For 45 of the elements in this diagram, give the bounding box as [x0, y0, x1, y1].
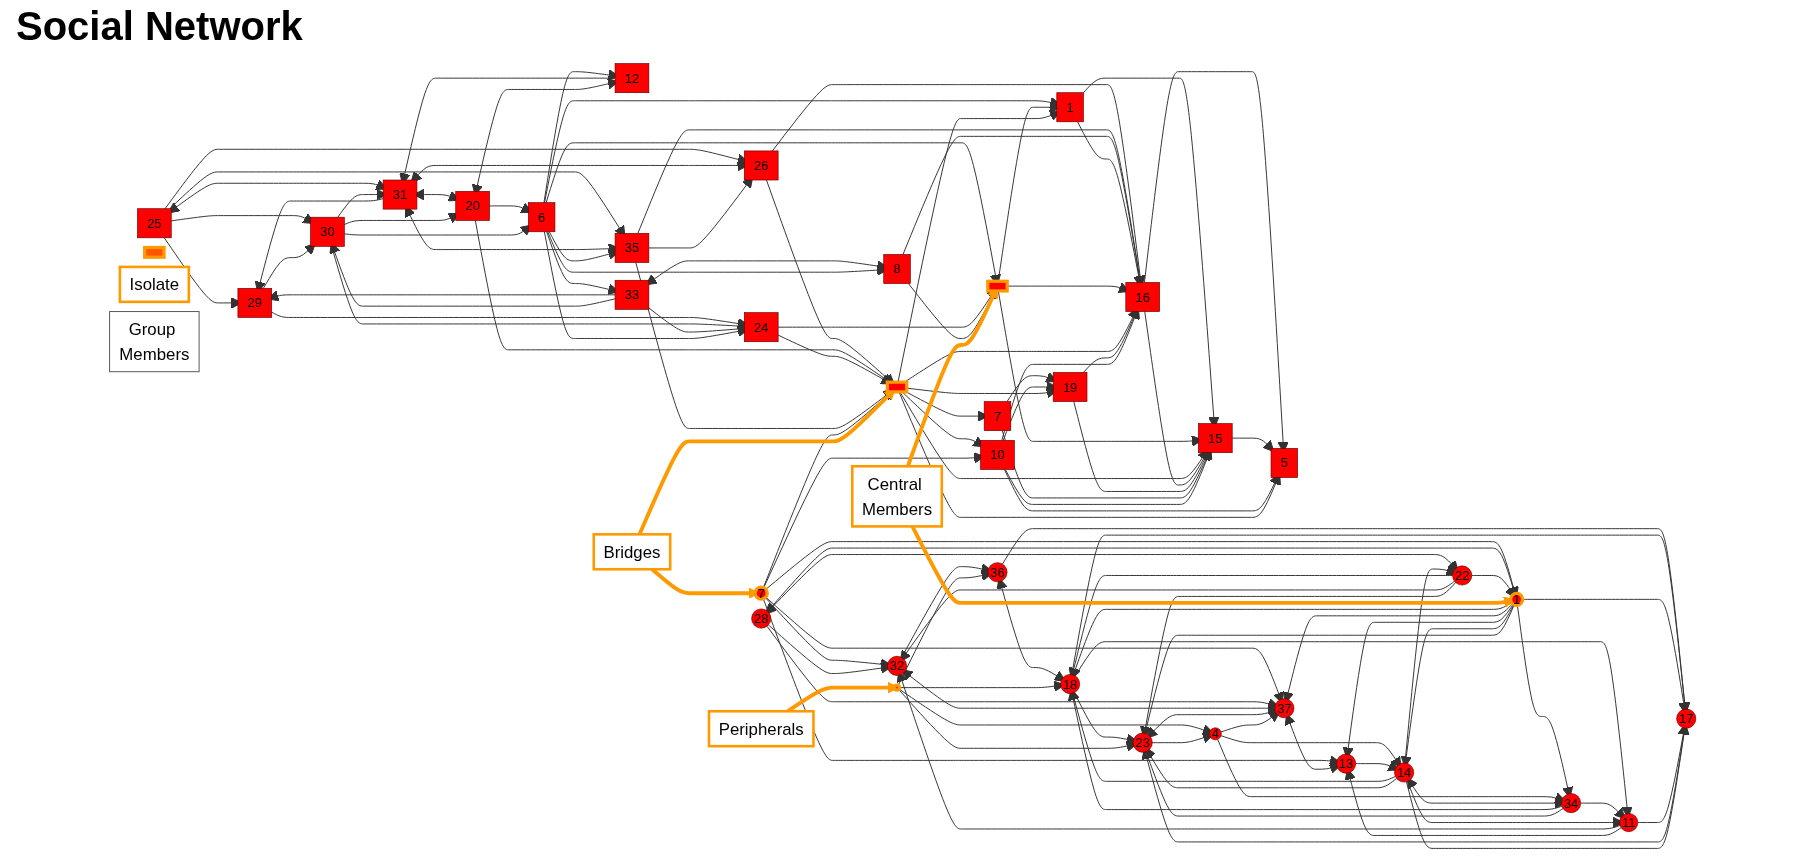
node-box [986, 279, 1010, 293]
node-circle [1619, 813, 1639, 832]
node-box [744, 312, 779, 343]
node-circle [1133, 732, 1153, 753]
node-box [383, 179, 418, 210]
node-box [980, 440, 1015, 470]
node-box [1053, 372, 1088, 402]
node-circle [1561, 793, 1582, 814]
node-circle [1209, 727, 1222, 741]
node-box [118, 265, 191, 304]
node-box [137, 208, 172, 239]
node-circle [1509, 591, 1525, 607]
diagram-title: Social Network [16, 4, 303, 49]
node-circle [751, 608, 772, 629]
node-box [615, 63, 650, 94]
node-box [1270, 448, 1299, 478]
node-box [883, 254, 911, 284]
node-circle [1274, 698, 1295, 719]
node-box [109, 311, 200, 373]
node-circle [887, 655, 908, 676]
node-box [1198, 423, 1233, 453]
network-diagram: 25 29 12 31 26 35 30 20 24 33 6 8 1 16 10 15 5 19 7 28 36 22 18 32 17 1 11 23 37 34 13 4 14 7 Bridges Peripherals Central Members Isolate Group Members [107, 61, 1699, 851]
node-circle [1676, 708, 1697, 729]
node-box [237, 288, 273, 318]
node-box [851, 464, 944, 528]
node-circle [1452, 565, 1473, 586]
node-box [744, 150, 779, 181]
node-circle [1394, 762, 1415, 783]
node-box [455, 191, 491, 221]
node-box [310, 216, 345, 247]
node-circle [753, 585, 770, 601]
node-box [615, 279, 650, 310]
node-box [707, 709, 816, 748]
node-box [885, 380, 909, 394]
node-circle [987, 562, 1008, 583]
node-circle [1060, 674, 1081, 694]
node-box [592, 533, 672, 571]
node-box [984, 401, 1012, 431]
node-box [528, 202, 556, 233]
node-box [1056, 92, 1084, 123]
node-circle [893, 683, 902, 692]
node-box [143, 245, 166, 259]
node-circle [1336, 753, 1357, 774]
node-box [1125, 282, 1161, 312]
node-box [615, 233, 650, 263]
